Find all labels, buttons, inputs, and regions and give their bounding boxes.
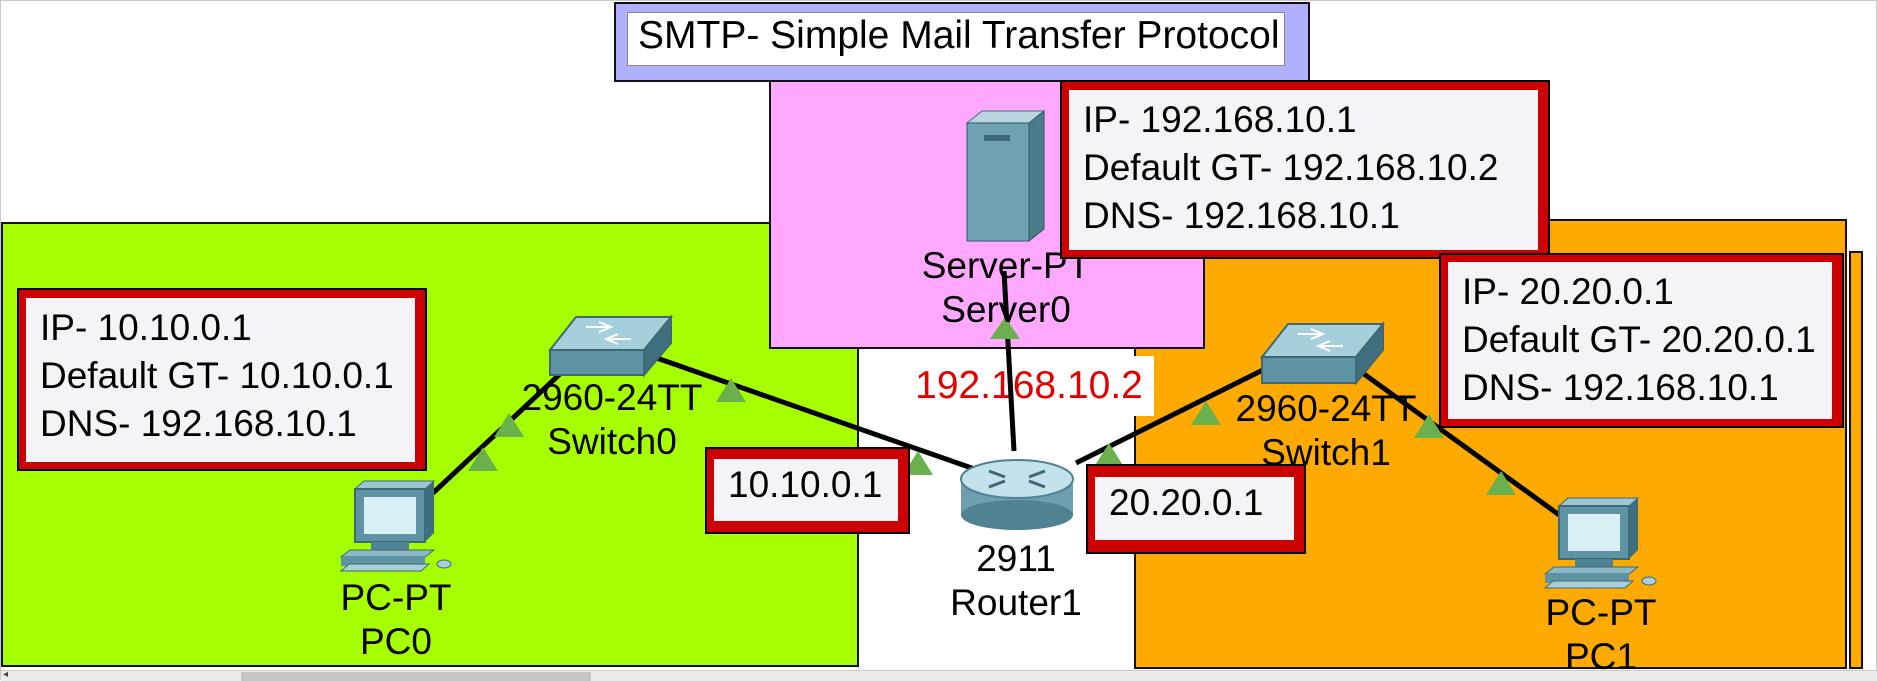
device-name: Server0 <box>941 289 1071 330</box>
router-top-interface-label[interactable]: 192.168.10.2 <box>904 356 1154 416</box>
device-label-switch0[interactable]: 2960-24TT Switch0 <box>497 376 727 464</box>
link-up-marker <box>990 317 1020 339</box>
scrollbar-thumb[interactable] <box>241 672 591 681</box>
note-line-ip: IP- 20.20.0.1 <box>1462 271 1674 312</box>
note-server-config[interactable]: IP- 192.168.10.1 Default GT- 192.168.10.… <box>1060 80 1550 259</box>
device-model: PC-PT <box>1545 592 1657 633</box>
link-switch1-pc1 <box>1344 358 1571 525</box>
link-up-marker <box>1191 401 1221 425</box>
note-line-gateway: Default GT- 10.10.0.1 <box>40 355 394 396</box>
device-name: Switch0 <box>547 421 677 462</box>
note-line-gateway: Default GT- 20.20.0.1 <box>1462 319 1816 360</box>
link-up-marker <box>903 451 933 475</box>
diagram-title: SMTP- Simple Mail Transfer Protocol <box>627 12 1285 66</box>
note-line-ip: IP- 10.10.0.1 <box>40 307 252 348</box>
interface-ip: 10.10.0.1 <box>714 459 898 521</box>
link-up-marker <box>1094 443 1124 467</box>
link-up-marker <box>1486 471 1516 495</box>
note-body: IP- 20.20.0.1 Default GT- 20.20.0.1 DNS-… <box>1448 262 1832 419</box>
device-model: PC-PT <box>340 577 452 618</box>
note-line-ip: IP- 192.168.10.1 <box>1083 99 1357 140</box>
desktop-pc-icon <box>339 480 452 572</box>
zone-orange-back <box>1849 251 1863 669</box>
note-pc1-config[interactable]: IP- 20.20.0.1 Default GT- 20.20.0.1 DNS-… <box>1439 253 1844 428</box>
interface-ip: 20.20.0.1 <box>1095 477 1294 540</box>
link-up-marker <box>1414 414 1444 438</box>
device-model: 2911 <box>976 538 1056 579</box>
title-box[interactable]: SMTP- Simple Mail Transfer Protocol <box>614 2 1310 82</box>
switch-icon <box>547 314 674 378</box>
device-label-router[interactable]: 2911 Router1 <box>901 537 1131 625</box>
note-pc0-config[interactable]: IP- 10.10.0.1 Default GT- 10.10.0.1 DNS-… <box>17 288 427 471</box>
note-body: IP- 192.168.10.1 Default GT- 192.168.10.… <box>1069 90 1538 250</box>
device-name: PC0 <box>360 621 432 662</box>
device-label-server[interactable]: Server-PT Server0 <box>891 244 1121 332</box>
device-label-pc0[interactable]: PC-PT PC0 <box>281 576 511 664</box>
device-model: 2960-24TT <box>1235 388 1417 429</box>
note-line-dns: DNS- 192.168.10.1 <box>1462 367 1779 408</box>
note-line-dns: DNS- 192.168.10.1 <box>40 403 357 444</box>
link-server-router <box>1001 270 1017 452</box>
device-label-pc1[interactable]: PC-PT PC1 <box>1486 591 1716 679</box>
horizontal-scrollbar[interactable] <box>1 670 1877 681</box>
device-model: 2960-24TT <box>521 377 703 418</box>
note-line-dns: DNS- 192.168.10.1 <box>1083 195 1400 236</box>
link-switch0-router <box>650 353 987 476</box>
router-icon <box>960 459 1074 530</box>
note-line-gateway: Default GT- 192.168.10.2 <box>1083 147 1499 188</box>
scroll-left-arrow-icon[interactable]: ◂ <box>3 669 9 680</box>
device-name: Router1 <box>950 582 1082 623</box>
link-up-markers <box>468 317 1516 495</box>
link-up-marker <box>716 378 746 402</box>
interface-label-router-left[interactable]: 10.10.0.1 <box>705 447 910 534</box>
server-tower-icon <box>965 109 1046 243</box>
switch-icon <box>1259 321 1386 386</box>
desktop-pc-icon <box>1543 497 1657 589</box>
note-body: IP- 10.10.0.1 Default GT- 10.10.0.1 DNS-… <box>26 298 415 462</box>
link-up-marker <box>468 447 498 471</box>
device-label-switch1[interactable]: 2960-24TT Switch1 <box>1211 387 1441 475</box>
interface-label-router-right[interactable]: 20.20.0.1 <box>1086 464 1306 554</box>
link-up-marker <box>494 413 524 437</box>
